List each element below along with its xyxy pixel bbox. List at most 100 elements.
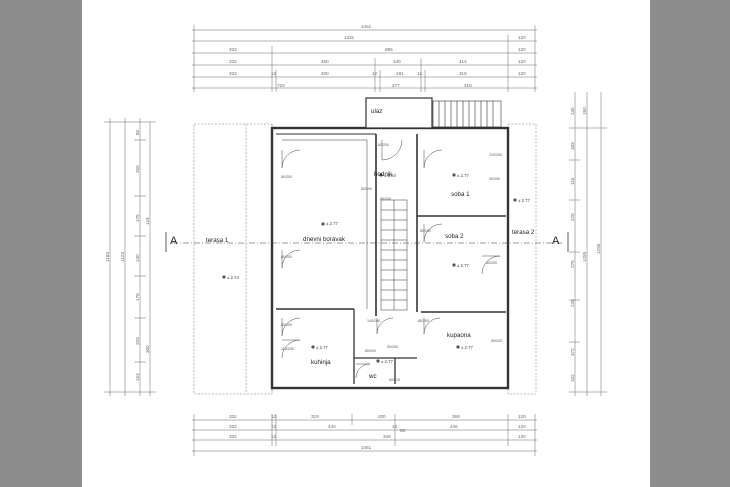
top-dim-r6-1: 277 — [392, 83, 400, 88]
top-dim-r3-2: 120 — [518, 47, 526, 52]
room-label-wc: wc — [368, 373, 377, 380]
bottom-dim-r4-0: 1451 — [361, 445, 372, 450]
level-hodnik: ± 2.84 — [384, 173, 397, 178]
door-swings — [281, 139, 501, 379]
left-dim-c3-0: 80 — [135, 129, 140, 135]
bottom-dim-r3-2: 326 — [383, 434, 391, 439]
door-tag-9: 110/200 — [281, 347, 294, 351]
bottom-dim-r1-3: 200 — [378, 414, 386, 419]
bottom-dim-r1-0: 332 — [229, 414, 237, 419]
left-dim-c3-4: 176 — [135, 293, 140, 301]
right-dim-c1-0: 145 — [570, 107, 575, 115]
door-tag-2: 80/200 — [361, 187, 372, 191]
bottom-dim-r2-5: 120 — [518, 424, 526, 429]
room-label-soba-2: soba 2 — [445, 233, 464, 240]
left-dim-c3-1: 250 — [135, 165, 140, 173]
level-dnevni: ± 2.77 — [326, 221, 339, 226]
top-dimension-lines — [192, 25, 537, 92]
level-kuhinja: ± 2.77 — [316, 345, 329, 350]
door-tag-5: 80/200 — [420, 229, 431, 233]
room-label-terasa-1: terasa 1 — [206, 237, 229, 244]
left-dim-c3-2: 175 — [135, 214, 140, 222]
bottom-dim-r3-4: 120 — [518, 434, 526, 439]
door-tag-7: 60/200 — [486, 261, 497, 265]
top-dim-r5-2: 400 — [321, 71, 329, 76]
door-tag-6: 80/200 — [281, 255, 292, 259]
internal-staircase — [380, 199, 408, 311]
room-label-ulaz: ulaz — [371, 108, 382, 115]
right-dim-c1-4: 276 — [570, 260, 575, 268]
top-dim-r4-2: 130 — [393, 59, 401, 64]
top-dim-r2-1: 120 — [518, 35, 526, 40]
door-tag-13: 90/200 — [387, 345, 398, 349]
entrance-porch — [365, 97, 433, 129]
door-tag-1: 80/200 — [281, 175, 292, 179]
top-dim-r1-0: 1451 — [361, 24, 372, 29]
door-tag-10: 140/200 — [367, 319, 380, 323]
section-mark-left: A — [170, 235, 178, 247]
bottom-dim-r1-2: 319 — [311, 414, 319, 419]
left-dim-c3-5: 203 — [135, 337, 140, 345]
level-soba-1: ± 2.77 — [457, 173, 470, 178]
level-soba-2: ± 2.77 — [457, 263, 470, 268]
left-dim-c3-6: 154 — [135, 373, 140, 381]
door-tag-14: 80/200 — [365, 349, 376, 353]
level-terasa-2: ± 2.77 — [518, 198, 531, 203]
bottom-dim-r2-4: 446 — [450, 424, 458, 429]
left-margin-background — [0, 0, 82, 487]
right-dim-c1-6: 372 — [570, 348, 575, 356]
top-dim-r4-4: 120 — [518, 59, 526, 64]
left-dim-c4-1: 300 — [145, 345, 150, 353]
right-margin-background — [650, 0, 730, 487]
door-tag-0: 80/200 — [378, 143, 389, 147]
top-dim-r5-1: 12 — [271, 71, 277, 76]
room-label-terasa-2: terasa 2 — [512, 229, 535, 236]
door-tag-4: 90/200 — [489, 177, 500, 181]
section-mark-right: A — [552, 235, 560, 247]
top-dim-r5-4: 181 — [396, 71, 404, 76]
right-dim-c1-3: 225 — [570, 213, 575, 221]
door-tag-8: 80/200 — [281, 323, 292, 327]
bottom-dim-r2-1: 12 — [271, 424, 277, 429]
top-dim-r6-2: 319 — [464, 83, 472, 88]
room-label-kupaona: kupaona — [447, 332, 471, 339]
top-dim-r5-3: 12 — [372, 71, 378, 76]
right-dim-c1-7: 152 — [570, 374, 575, 382]
right-dimension-lines — [569, 92, 607, 396]
door-tag-3: 80/200 — [380, 197, 391, 201]
left-dim-c4-0: 124 — [145, 217, 150, 225]
top-dim-r5-7: 120 — [518, 71, 526, 76]
right-dim-c1-5: 226 — [570, 299, 575, 307]
bottom-dim-r2-0: 332 — [229, 424, 237, 429]
top-dim-r6-0: 720 — [277, 83, 285, 88]
door-tag-15: 60/210 — [389, 378, 400, 382]
room-label-dnevni-boravak: dnevni boravak — [303, 236, 346, 243]
door-tag-12: 90/200 — [491, 339, 502, 343]
right-dim-c2-1: 1283 — [582, 251, 587, 262]
top-dim-r5-5: 12 — [417, 71, 423, 76]
left-dim-c2-0: 1123 — [120, 252, 125, 262]
right-dim-c3-0: 1290 — [596, 243, 601, 254]
left-dim-c1-0: 1183 — [105, 252, 110, 262]
door-tag-11: 80/200 — [418, 319, 429, 323]
bottom-dim-r3-1: 12 — [271, 434, 277, 439]
bottom-dimension-lines — [192, 414, 537, 456]
bottom-dim-r2-3: 12 — [392, 424, 398, 429]
level-terasa-1: ± 2.74 — [227, 275, 240, 280]
floor-plan-drawing — [104, 25, 607, 456]
right-dim-c1-2: 110 — [570, 177, 575, 185]
top-dim-r4-1: 450 — [321, 59, 329, 64]
right-dim-c2-0: 150 — [582, 107, 587, 115]
bottom-dim-r3-0: 332 — [229, 434, 237, 439]
level-markers — [222, 173, 517, 363]
top-dim-r5-0: 332 — [229, 71, 237, 76]
top-dim-r3-1: 886 — [385, 47, 393, 52]
plan-labels: ulaz hodnik dnevni boravak terasa 1 tera… — [105, 24, 601, 450]
room-label-soba-1: soba 1 — [451, 191, 470, 198]
top-dim-r4-3: 414 — [459, 59, 467, 64]
bottom-dim-r1-4: 369 — [452, 414, 460, 419]
level-kupaona: ± 2.77 — [461, 345, 474, 350]
entrance-stairs — [432, 100, 502, 128]
room-label-kuhinja: kuhinja — [311, 359, 331, 366]
bottom-dim-r2-2: 440 — [328, 424, 336, 429]
